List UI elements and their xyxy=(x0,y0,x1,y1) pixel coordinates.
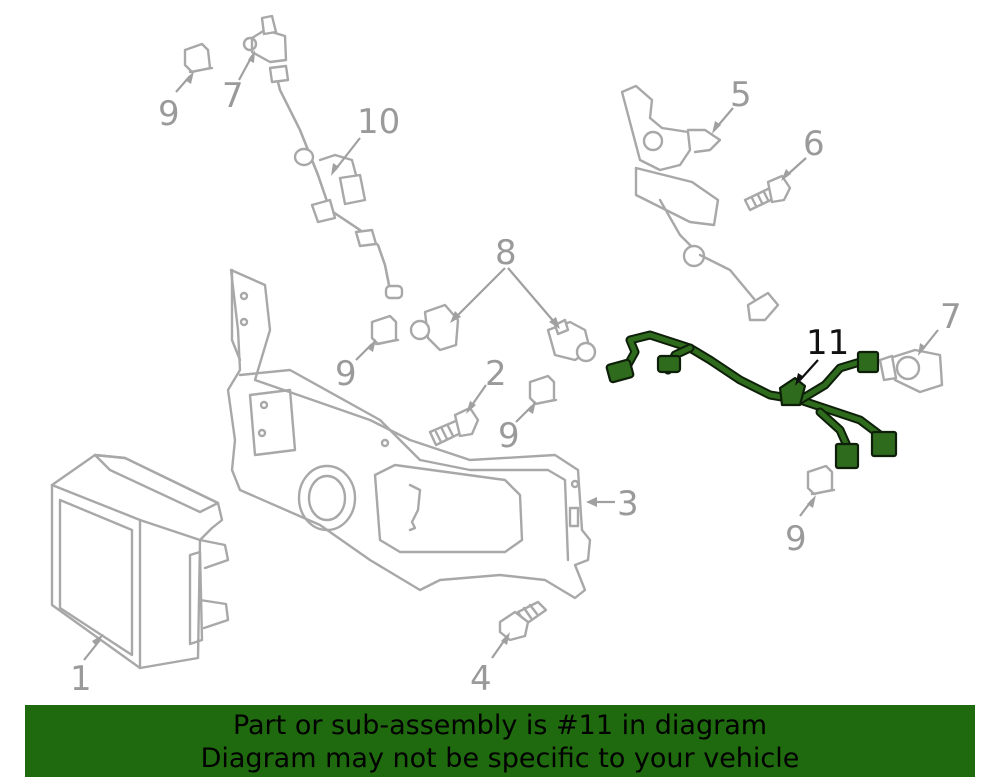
part-2-bolt xyxy=(428,406,480,447)
callout-1: 1 xyxy=(70,659,92,699)
callout-5: 5 xyxy=(730,75,752,115)
callout-10: 10 xyxy=(357,102,400,142)
callout-11-highlighted: 11 xyxy=(806,323,849,363)
part-9-clip-b xyxy=(370,314,400,346)
part-7-sensor-right xyxy=(878,348,944,394)
callout-9-c: 9 xyxy=(498,416,520,456)
callout-6: 6 xyxy=(803,124,825,164)
part-8-sensor-right xyxy=(546,318,597,363)
part-1-control-module xyxy=(50,453,230,670)
callout-9-d: 9 xyxy=(785,519,807,559)
part-5-sensor-bracket xyxy=(620,84,780,322)
callout-labels: 1 2 3 4 5 6 7 7 8 9 9 9 9 10 11 xyxy=(70,75,962,699)
banner-line-part: Part or sub-assembly is #11 in diagram xyxy=(232,710,768,741)
notice-banner: Part or sub-assembly is #11 in diagram D… xyxy=(25,705,975,777)
callout-9-b: 9 xyxy=(335,354,357,394)
part-8-sensor-left xyxy=(409,303,460,352)
part-9-clip-a xyxy=(183,42,214,74)
part-10-wiring-harness xyxy=(268,64,404,300)
part-6-bolt xyxy=(743,174,792,212)
leader-lines xyxy=(83,50,939,661)
callout-3: 3 xyxy=(617,484,639,524)
callout-9-a: 9 xyxy=(158,94,180,134)
callout-8: 8 xyxy=(495,233,517,273)
callout-7-upper: 7 xyxy=(222,76,244,116)
part-11-wiring-harness-highlighted xyxy=(605,330,898,470)
part-7-sensor-upper xyxy=(242,14,288,64)
part-3-bracket xyxy=(226,268,592,600)
part-4-bolt xyxy=(498,600,548,642)
callout-2: 2 xyxy=(485,354,507,394)
banner-line-disclaimer: Diagram may not be specific to your vehi… xyxy=(200,743,800,774)
callout-7-right: 7 xyxy=(940,297,962,337)
callout-4: 4 xyxy=(470,659,492,699)
part-9-clip-c xyxy=(528,374,558,406)
part-9-clip-d xyxy=(806,464,836,496)
